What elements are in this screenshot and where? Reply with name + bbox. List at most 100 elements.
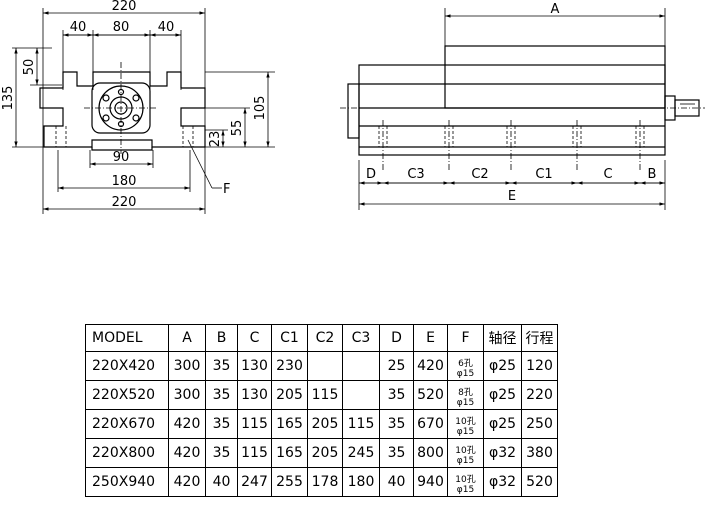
table-cell-b: 40 (205, 467, 238, 497)
table-header-cell: 行程 (521, 324, 558, 352)
table-cell-c1: 165 (271, 438, 308, 468)
table-cell-c2: 205 (307, 409, 343, 439)
table-cell-c2: 115 (307, 380, 343, 410)
side-dim-c: C (603, 167, 612, 182)
table-cell-c2: 178 (307, 467, 343, 497)
front-callout-f: F (223, 182, 230, 197)
table-cell-a: 300 (168, 351, 206, 381)
table-header-cell: C (237, 324, 272, 352)
table-cell-c: 130 (237, 351, 272, 381)
table-cell-model: 220X520 (85, 380, 169, 410)
side-dim-c2: C2 (471, 167, 488, 182)
table-cell-c3: 115 (342, 409, 380, 439)
technical-drawing: 220 40 80 40 50 135 105 55 23 90 180 220… (1, 0, 705, 214)
hole-count: 10孔 (455, 445, 476, 456)
table-cell-d: 35 (379, 380, 414, 410)
table-header-cell: B (205, 324, 238, 352)
front-dim-height-total: 135 (1, 86, 16, 111)
front-dim-height-right: 105 (253, 96, 268, 121)
front-dim-base-mid: 180 (112, 174, 137, 189)
table-cell-stroke: 220 (521, 380, 558, 410)
table-cell-b: 35 (205, 351, 238, 381)
table-cell-shaft: φ32 (483, 467, 522, 497)
side-dim-b: B (648, 167, 657, 182)
hole-diameter: φ15 (456, 484, 475, 495)
table-cell-c1: 165 (271, 409, 308, 439)
front-dim-top-left: 40 (70, 20, 87, 35)
table-cell-e: 800 (413, 438, 448, 468)
table-cell-model: 220X420 (85, 351, 169, 381)
hole-count: 10孔 (455, 416, 476, 427)
table-cell-c1: 255 (271, 467, 308, 497)
front-view: 220 40 80 40 50 135 105 55 23 90 180 220… (1, 0, 275, 214)
side-dim-c3: C3 (407, 167, 424, 182)
table-header-cell: C3 (342, 324, 380, 352)
table-header-cell: 轴径 (483, 324, 522, 352)
table-header-cell: F (447, 324, 484, 352)
table-cell-shaft: φ25 (483, 380, 522, 410)
side-dim-a: A (551, 2, 560, 17)
table-cell-b: 35 (205, 409, 238, 439)
table-cell-shaft: φ25 (483, 351, 522, 381)
table-cell-c3 (342, 351, 380, 381)
table-cell-stroke: 250 (521, 409, 558, 439)
table-cell-c3: 245 (342, 438, 380, 468)
mounting-holes (378, 120, 645, 170)
front-dim-top-right: 40 (158, 20, 175, 35)
table-header-cell: MODEL (85, 324, 169, 352)
table-cell-e: 670 (413, 409, 448, 439)
table-cell-c: 130 (237, 380, 272, 410)
table-cell-c3: 180 (342, 467, 380, 497)
table-cell-e: 940 (413, 467, 448, 497)
front-dim-top-width: 220 (112, 0, 137, 14)
front-dim-height-55: 55 (230, 120, 245, 137)
hole-count: 8孔 (458, 387, 473, 398)
hole-diameter: φ15 (456, 368, 475, 379)
table-cell-d: 35 (379, 409, 414, 439)
table-cell-b: 35 (205, 438, 238, 468)
hole-diameter: φ15 (456, 455, 475, 466)
table-cell-stroke: 120 (521, 351, 558, 381)
table-cell-d: 25 (379, 351, 414, 381)
table-cell-c3 (342, 380, 380, 410)
table-cell-model: 220X670 (85, 409, 169, 439)
side-view: A D C3 C2 C1 C B E (340, 2, 705, 210)
table-cell-c1: 230 (271, 351, 308, 381)
table-header-cell: D (379, 324, 414, 352)
table-cell-model: 220X800 (85, 438, 169, 468)
table-cell-c: 247 (237, 467, 272, 497)
table-header-cell: A (168, 324, 206, 352)
table-header-cell: C1 (271, 324, 308, 352)
table-cell-a: 420 (168, 467, 206, 497)
table-cell-c2: 205 (307, 438, 343, 468)
table-cell-a: 420 (168, 438, 206, 468)
table-cell-c1: 205 (271, 380, 308, 410)
hole-diameter: φ15 (456, 426, 475, 437)
side-dim-c1: C1 (535, 167, 552, 182)
table-cell-stroke: 520 (521, 467, 558, 497)
front-dim-base-total: 220 (112, 195, 137, 210)
hole-count: 6孔 (458, 358, 473, 369)
table-cell-a: 300 (168, 380, 206, 410)
table-cell-b: 35 (205, 380, 238, 410)
front-dim-base-center: 90 (113, 150, 130, 165)
table-cell-c: 115 (237, 438, 272, 468)
side-dim-d: D (366, 167, 376, 182)
hole-count: 10孔 (455, 474, 476, 485)
table-cell-c: 115 (237, 409, 272, 439)
table-cell-model: 250X940 (85, 467, 169, 497)
